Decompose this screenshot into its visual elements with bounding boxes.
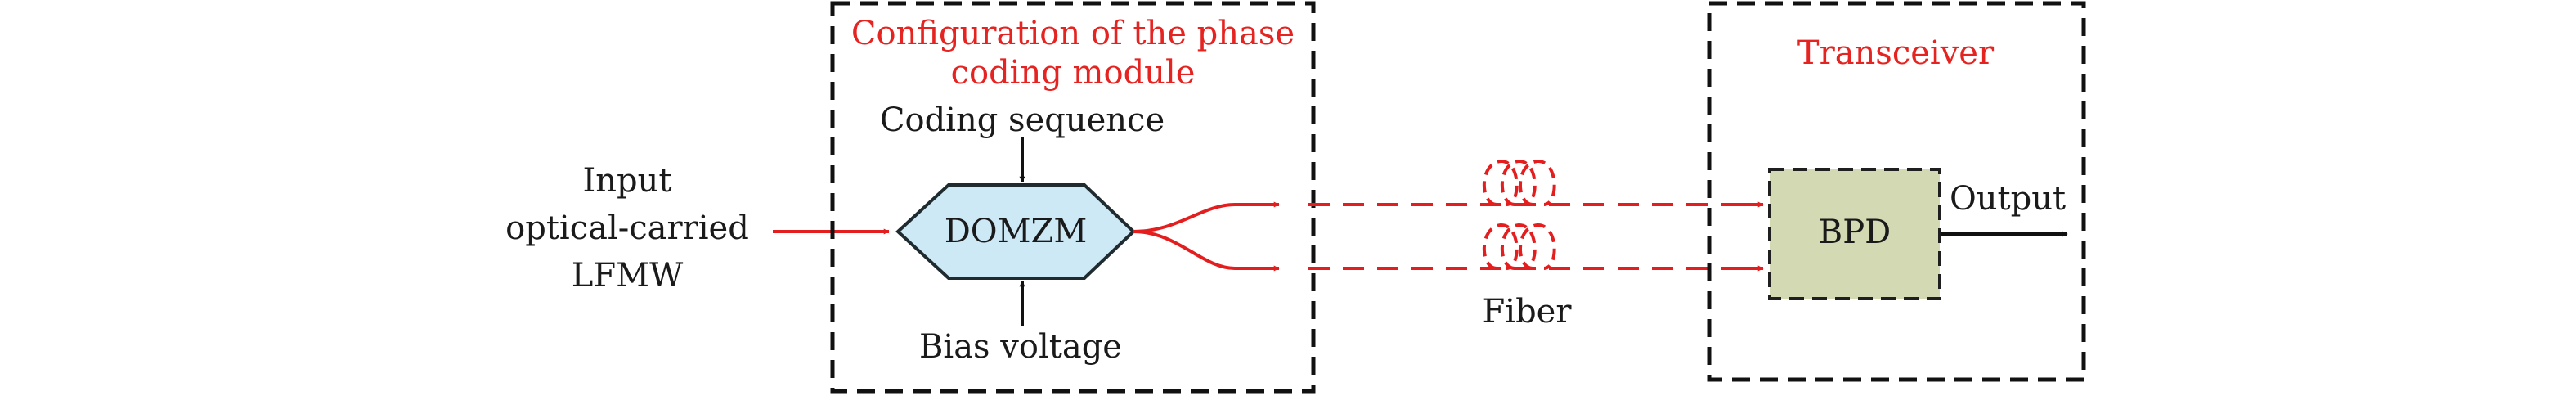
coding-sequence-label: Coding sequence <box>880 101 1165 139</box>
fiber-label: Fiber <box>1483 293 1573 331</box>
input-label-line1: Input <box>582 162 671 200</box>
input-label: Input optical-carried LFMW <box>505 162 749 295</box>
bpd-detector <box>1768 168 1941 300</box>
lower-output-arrow <box>1133 230 1280 272</box>
output-label: Output <box>1950 180 2066 218</box>
phase-coding-module-box <box>830 1 1316 394</box>
bias-voltage-label: Bias voltage <box>919 328 1122 366</box>
bpd-label: BPD <box>1819 214 1891 251</box>
transceiver-box <box>1707 1 2086 382</box>
input-label-line3: LFMW <box>572 257 683 295</box>
upper-output-arrow <box>1133 201 1280 233</box>
domzm-label: DOMZM <box>945 213 1088 250</box>
lower-fiber-coil <box>1482 223 1556 270</box>
upper-fiber-coil <box>1482 159 1556 206</box>
phase-module-title-line1: Configuration of the phase <box>851 15 1295 52</box>
phase-module-title-line2: coding module <box>951 54 1196 92</box>
input-label-line2: optical-carried <box>505 209 749 247</box>
transceiver-title: Transceiver <box>1797 34 1995 72</box>
